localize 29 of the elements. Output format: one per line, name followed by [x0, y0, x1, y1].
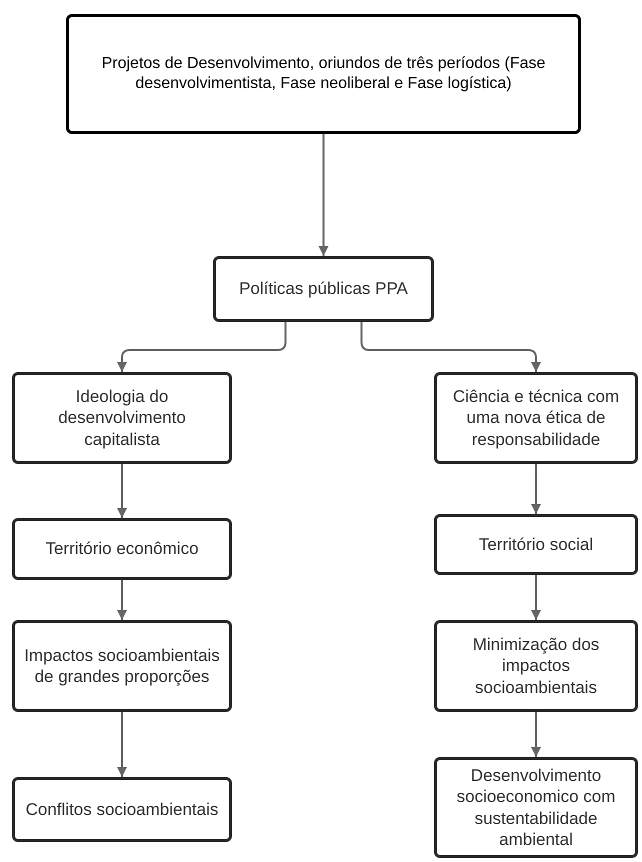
process-box — [434, 372, 638, 464]
process-box — [12, 777, 232, 842]
box-text: Ciência e técnica com uma nova ética de responsabilidade — [452, 386, 620, 450]
process-box — [12, 372, 232, 464]
box-text: Território social — [478, 534, 594, 556]
arrow — [117, 712, 127, 777]
process-box — [213, 256, 434, 322]
process-box — [434, 514, 638, 575]
box-text: Desenvolvimento socioeconomico com sustentabilidade ambiental — [456, 765, 616, 850]
arrow — [531, 464, 541, 514]
arrow — [117, 580, 127, 620]
process-box — [434, 757, 638, 858]
arrow — [117, 322, 286, 372]
process-box — [434, 620, 638, 712]
box-text: Ideologia do desenvolvimento capitalista — [57, 386, 187, 450]
box-text: Projetos de Desenvolvimento, oriundos de três períodos (Fase desenvolvimentista, Fase neoliberal e Fase logística) — [100, 54, 546, 94]
box-text: Minimização dos impactos socioambientais — [472, 634, 600, 698]
box-text: Políticas públicas PPA — [239, 278, 408, 300]
process-box — [12, 620, 232, 712]
arrow — [318, 134, 328, 256]
box-text: Território econômico — [45, 538, 199, 560]
arrow — [531, 575, 541, 620]
process-box — [66, 14, 581, 134]
process-box — [12, 518, 232, 580]
box-text: Impactos socioambientais de grandes proporções — [23, 644, 221, 688]
arrow — [531, 712, 541, 757]
arrow — [117, 464, 127, 518]
arrow — [360, 322, 541, 372]
box-text: Conflitos socioambientais — [26, 798, 218, 820]
